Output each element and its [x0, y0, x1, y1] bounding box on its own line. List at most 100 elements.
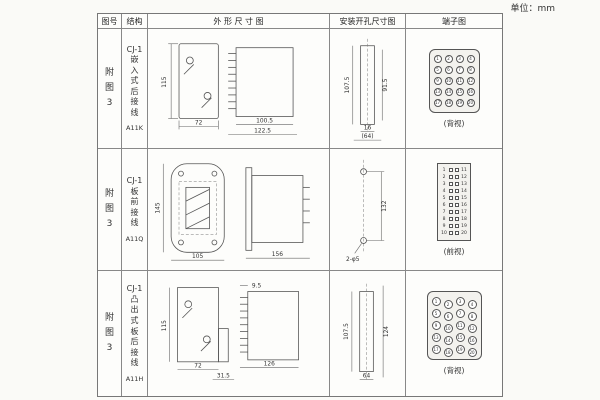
terminal-pin: 1 — [433, 54, 442, 63]
terminal-pin: 3 — [455, 297, 465, 306]
mounting-dimensions: 132 2-φ5 — [346, 170, 388, 263]
table-row-a11h: 附 图 3 CJ-1 凸 出 式 板 后 接 线 A11H 115 — [98, 271, 502, 396]
structure-cell: CJ-1 凸 出 式 板 后 接 线 A11H — [122, 271, 148, 396]
terminal-number-left: 8 — [442, 216, 446, 222]
fig-no: 附 图 3 — [98, 271, 122, 396]
mounting-hole-drawing: 107.5 91.5 16 (64) — [345, 38, 389, 140]
terminal-pin: 18 — [444, 98, 453, 107]
dim-label: 132 — [382, 200, 388, 211]
terminal-pin: 9 — [431, 321, 441, 330]
terminal-pin: 9 — [433, 76, 442, 85]
terminal-pin — [449, 210, 453, 214]
terminal-pin — [455, 224, 459, 228]
side-view-dimensions: 100.5 122.5 — [227, 118, 297, 135]
terminal-pin: 12 — [467, 324, 477, 333]
fig-no: 附 图 3 — [98, 149, 122, 270]
dim-label: 124 — [384, 326, 390, 337]
terminal-row: 8 18 — [441, 217, 467, 222]
terminal-pin — [449, 168, 453, 172]
front-view-dimensions: 115 72 — [162, 42, 219, 129]
terminal-pin — [449, 203, 453, 207]
structure-cell: CJ-1 嵌 入 式 后 接 线 A11K — [122, 29, 148, 148]
dim-label: 156 — [271, 252, 282, 258]
terminal-pin: 8 — [467, 312, 477, 321]
header-terminal-diagram: 端子图 — [442, 16, 466, 26]
terminal-pin — [449, 231, 453, 235]
structure-cell: CJ-1 板 前 接 线 A11Q — [122, 149, 148, 270]
terminal-pin: 10 — [443, 324, 453, 333]
terminal-pin — [449, 196, 453, 200]
terminal-pin: 16 — [466, 87, 475, 96]
mounting-hole-cell: 107.5 91.5 16 (64) — [330, 29, 406, 148]
terminal-pin — [449, 189, 453, 193]
relay-side-view — [239, 291, 299, 361]
table-header-row: 图号 结构 外 形 尺 寸 图 安装开孔尺寸图 端子图 — [98, 14, 502, 29]
terminal-number-left: 3 — [442, 181, 446, 187]
terminal-strip: 1 11 2 12 3 13 4 — [437, 162, 471, 241]
front-view-dimensions: 145 105 — [155, 163, 224, 260]
terminal-number-right: 11 — [461, 167, 467, 173]
dim-label: 107.5 — [344, 323, 350, 340]
terminal-number-left: 10 — [441, 230, 447, 236]
dim-label: 72 — [194, 364, 202, 370]
terminal-number-right: 18 — [461, 216, 467, 222]
terminal-number-right: 14 — [461, 188, 467, 194]
terminal-pin: 4 — [466, 54, 475, 63]
terminal-pin: 5 — [433, 65, 442, 74]
terminal-pin: 3 — [455, 54, 464, 63]
terminal-pin: 15 — [455, 87, 464, 96]
terminal-number-left: 6 — [442, 202, 446, 208]
terminal-pin: 13 — [433, 87, 442, 96]
terminal-pin: 14 — [444, 87, 453, 96]
front-view-dimensions: 115 72 31.5 — [161, 287, 234, 380]
hole-spec-label: 2-φ5 — [346, 257, 360, 263]
terminal-number-left: 5 — [442, 195, 446, 201]
terminal-pin: 10 — [444, 76, 453, 85]
terminal-pin: 11 — [455, 76, 464, 85]
dim-label: 107.5 — [345, 76, 351, 93]
terminal-pin — [455, 182, 459, 186]
terminal-pin: 7 — [455, 309, 465, 318]
terminal-pin: 11 — [455, 321, 465, 330]
view-label: (背视) — [443, 366, 465, 375]
terminal-pin — [455, 175, 459, 179]
terminal-row: 2 12 — [441, 175, 467, 180]
terminal-row: 3 13 — [441, 182, 467, 187]
terminal-pin — [449, 217, 453, 221]
terminal-pin — [455, 196, 459, 200]
model-code: A11Q — [125, 234, 144, 243]
dimension-table: 图号 结构 外 形 尺 寸 图 安装开孔尺寸图 端子图 附 图 3 CJ-1 嵌… — [97, 13, 503, 397]
terminal-number-right: 19 — [461, 223, 467, 229]
terminal-number-right: 12 — [461, 174, 467, 180]
unit-label: 单位：mm — [510, 4, 555, 14]
terminal-pin: 8 — [466, 65, 475, 74]
table-row-a11q: 附 图 3 CJ-1 板 前 接 线 A11Q 14 5 — [98, 149, 502, 271]
terminal-pin — [449, 175, 453, 179]
mounting-dimensions: 107.5 124 64 — [344, 285, 390, 380]
header-fig-no: 图号 — [98, 14, 122, 28]
terminal-pin — [449, 224, 453, 228]
structure-text: CJ-1 嵌 入 式 后 接 线 — [126, 44, 143, 117]
side-view-dimensions: 9.5 126 — [239, 284, 299, 368]
terminal-row: 10 20 — [441, 231, 467, 236]
relay-front-view — [170, 162, 225, 253]
terminal-pin — [455, 210, 459, 214]
terminal-number-left: 4 — [442, 188, 446, 194]
outline-drawing-a11q: 145 105 156 — [155, 162, 310, 260]
mounting-hole-cell: 107.5 124 64 — [330, 271, 406, 396]
table-row-a11k: 附 图 3 CJ-1 嵌 入 式 后 接 线 A11K 115 — [98, 29, 502, 149]
terminal-pin: 20 — [467, 348, 477, 357]
terminal-pin — [455, 231, 459, 235]
side-view-dimensions: 156 — [245, 252, 310, 258]
header-mounting-holes: 安装开孔尺寸图 — [330, 14, 406, 28]
terminal-number-right: 13 — [461, 181, 467, 187]
mounting-hole-cell: 132 2-φ5 — [330, 149, 406, 270]
terminal-pin: 17 — [431, 345, 441, 354]
dim-label: 126 — [263, 362, 274, 368]
terminal-pin: 2 — [443, 300, 453, 309]
outline-drawing-cell: 115 72 100.5 — [148, 29, 330, 148]
